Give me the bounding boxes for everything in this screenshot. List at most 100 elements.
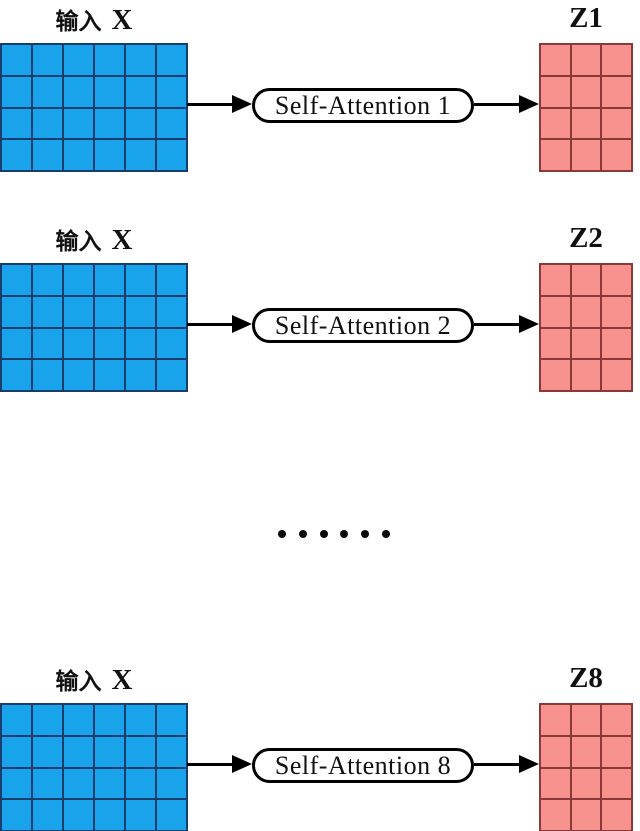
matrix-cell [1,767,32,800]
output-label: Z8 [569,662,603,694]
matrix-cell [156,735,187,768]
matrix-cell [63,359,94,391]
input-label-cn: 输入 [55,228,102,254]
attention-head-row-8: 输入 X Self-Attention 8 Z8 [0,660,640,831]
output-label: Z2 [569,222,603,254]
matrix-cell [32,264,63,296]
input-label-cn: 输入 [55,668,102,694]
matrix-cell [63,735,94,768]
matrix-cell [32,767,63,800]
output-label: Z1 [569,2,603,34]
matrix-cell [601,295,632,328]
input-label-cn: 输入 [55,8,102,34]
matrix-cell [63,139,94,171]
matrix-cell [156,704,187,736]
matrix-cell [94,264,125,296]
matrix-cell [32,44,63,76]
arrow-line [187,763,234,766]
matrix-cell [156,799,187,831]
output-matrix-label: Z2 [539,222,633,255]
attention-head-row-1: 输入 X Self-Attention 1 Z1 [0,0,640,200]
matrix-cell [540,359,571,391]
matrix-cell [570,799,602,831]
matrix-cell [1,327,32,360]
matrix-cell [63,107,94,140]
input-matrix-label: 输入 X [0,222,188,257]
input-label-symbol: X [111,4,133,36]
matrix-cell [125,139,156,171]
matrix-cell [94,359,125,391]
input-label-symbol: X [111,224,133,256]
matrix-cell [601,107,632,140]
input-matrix [0,43,188,172]
matrix-cell [125,107,156,140]
matrix-cell [540,264,571,296]
matrix-cell [125,75,156,108]
matrix-cell [1,704,32,736]
arrow-line [187,103,234,106]
matrix-cell [1,295,32,328]
matrix-cell [94,107,125,140]
matrix-cell [570,139,602,171]
matrix-cell [1,359,32,391]
matrix-cell [570,735,602,768]
matrix-cell [125,735,156,768]
matrix-cell [32,295,63,328]
matrix-cell [156,359,187,391]
output-matrix [539,43,633,172]
matrix-cell [570,44,602,76]
arrow-head-icon [519,315,539,333]
arrow-head-icon [232,755,252,773]
matrix-cell [601,735,632,768]
matrix-cell [1,735,32,768]
input-matrix-label: 输入 X [0,662,188,697]
ellipsis-dot [361,529,370,538]
matrix-cell [1,107,32,140]
matrix-cell [1,264,32,296]
matrix-cell [570,327,602,360]
arrow-line [187,323,234,326]
arrow-head-icon [519,755,539,773]
ellipsis-dot [298,529,307,538]
matrix-cell [540,799,571,831]
matrix-cell [1,44,32,76]
matrix-cell [601,799,632,831]
matrix-cell [601,139,632,171]
matrix-cell [156,295,187,328]
matrix-cell [32,107,63,140]
matrix-cell [63,264,94,296]
matrix-cell [601,327,632,360]
attention-head-row-2: 输入 X Self-Attention 2 Z2 [0,220,640,420]
ellipsis-dot [278,529,286,538]
ellipsis-dot [340,529,349,538]
matrix-cell [32,704,63,736]
matrix-cell [94,139,125,171]
matrix-cell [540,139,571,171]
matrix-cell [601,75,632,108]
matrix-cell [540,44,571,76]
matrix-cell [540,327,571,360]
matrix-cell [32,735,63,768]
matrix-cell [94,75,125,108]
matrix-cell [125,327,156,360]
matrix-cell [125,295,156,328]
matrix-cell [540,704,571,736]
matrix-cell [125,799,156,831]
matrix-cell [94,735,125,768]
matrix-cell [32,327,63,360]
matrix-cell [156,139,187,171]
matrix-cell [540,767,571,800]
matrix-cell [570,295,602,328]
matrix-cell [156,264,187,296]
matrix-cell [94,704,125,736]
self-attention-node: Self-Attention 8 [252,748,474,783]
matrix-cell [1,139,32,171]
matrix-cell [94,295,125,328]
matrix-cell [570,107,602,140]
matrix-cell [63,44,94,76]
matrix-cell [125,264,156,296]
matrix-cell [1,799,32,831]
matrix-cell [125,767,156,800]
matrix-cell [156,107,187,140]
